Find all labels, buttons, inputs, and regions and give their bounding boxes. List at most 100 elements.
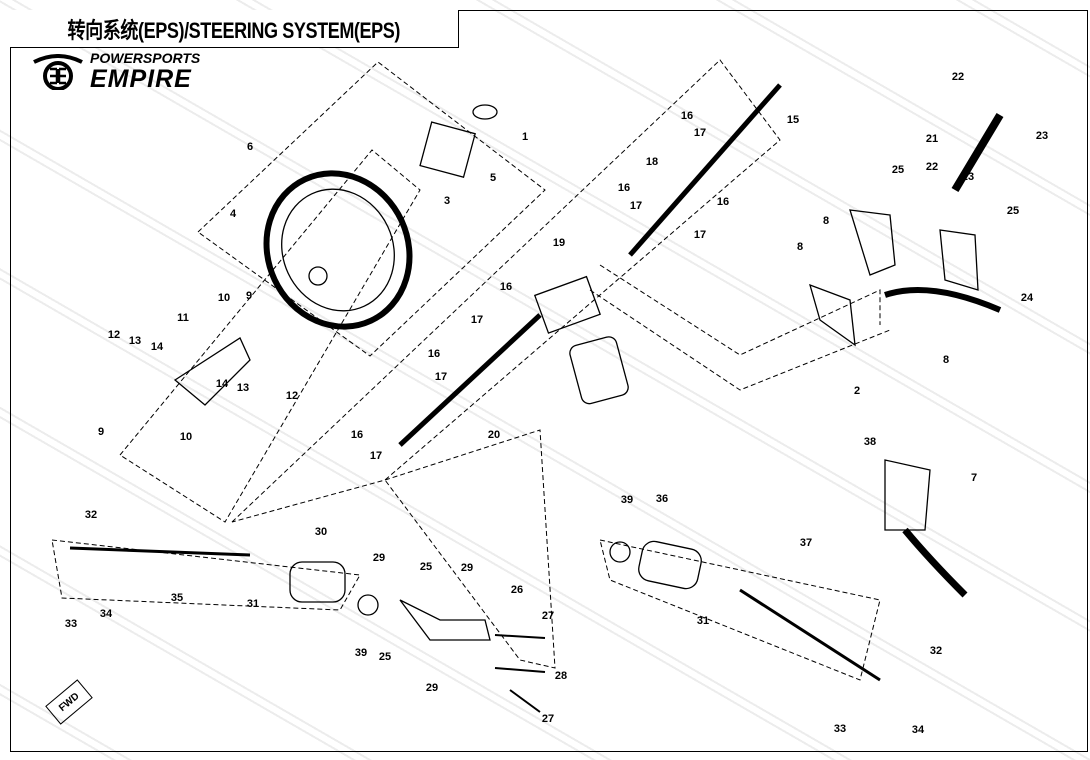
callout: 16 (499, 281, 513, 293)
eps-unit (533, 275, 601, 334)
horn-pad (419, 121, 476, 178)
parts (69, 83, 1004, 713)
page-title: 转向系统(EPS)/STEERING SYSTEM(EPS) (67, 17, 401, 43)
callout: 19 (552, 237, 566, 249)
mount-plate (809, 283, 856, 347)
eps-link-outline (599, 264, 881, 356)
callout: 7 (970, 472, 978, 484)
callout: 18 (645, 156, 659, 168)
callout: 29 (460, 562, 474, 574)
drawing-frame (10, 10, 1088, 752)
callout: 30 (314, 526, 328, 538)
callout: 29 (425, 682, 439, 694)
wheel-group-outline (197, 61, 546, 357)
support-tube (884, 287, 1002, 313)
mount-bracket (173, 337, 251, 406)
callout: 25 (378, 651, 392, 663)
callout: 14 (150, 341, 164, 353)
callout: 12 (107, 329, 121, 341)
callout: 8 (942, 354, 950, 366)
wheel-hub (308, 266, 328, 286)
right-tie-rod-outline (599, 539, 881, 681)
callout: 5 (489, 172, 497, 184)
callout: 31 (246, 598, 260, 610)
callout: 33 (833, 723, 847, 735)
callout: 22 (951, 71, 965, 83)
intermediate-shaft (398, 313, 542, 447)
callout: 26 (510, 584, 524, 596)
callout: 17 (693, 229, 707, 241)
steering-wheel (263, 170, 413, 330)
frame-bracket-left (849, 209, 896, 276)
callout: 16 (617, 182, 631, 194)
callout: 8 (822, 215, 830, 227)
pedal-bracket (884, 459, 931, 531)
callout: 32 (929, 645, 943, 657)
callout: 13 (236, 382, 250, 394)
callout: 10 (217, 292, 231, 304)
steering-wheel-inner (281, 188, 395, 312)
callout: 16 (716, 196, 730, 208)
brand-logo: POWERSPORTS EMPIRE (30, 50, 200, 93)
bolts (494, 634, 546, 713)
bracket-group-outline (119, 149, 421, 523)
right-tie-rod (739, 588, 881, 682)
emblem-cap (472, 104, 498, 120)
callout: 16 (427, 348, 441, 360)
callout: 35 (170, 592, 184, 604)
callout: 25 (891, 164, 905, 176)
upper-shaft (628, 83, 782, 257)
right-boot (638, 540, 702, 590)
callout: 25 (1006, 205, 1020, 217)
callout: 20 (487, 429, 501, 441)
callout: 25 (419, 561, 433, 573)
callout: 39 (354, 647, 368, 659)
logo-line2: EMPIRE (90, 65, 192, 93)
pedal-arm (902, 527, 968, 598)
callout: 39 (620, 494, 634, 506)
callout: 29 (372, 552, 386, 564)
callout: 16 (680, 110, 694, 122)
callout: 10 (179, 431, 193, 443)
callout: 15 (786, 114, 800, 126)
left-boot (289, 561, 346, 603)
callout: 17 (434, 371, 448, 383)
group-outlines (51, 59, 891, 681)
callout: 23 (1035, 130, 1049, 142)
callout: 14 (215, 378, 229, 390)
callout: 8 (796, 241, 804, 253)
eps-link-outline-2 (589, 289, 891, 391)
o-ring-right (609, 541, 631, 563)
callout: 36 (655, 493, 669, 505)
callout: 27 (541, 610, 555, 622)
callout: 4 (229, 208, 237, 220)
callout: 11 (177, 312, 189, 324)
callout: 32 (84, 509, 98, 521)
logo-line1: POWERSPORTS (90, 50, 201, 66)
callout: 6 (246, 141, 254, 153)
left-tie-rod-outline (51, 539, 361, 611)
callout: 17 (369, 450, 383, 462)
callout: 17 (629, 200, 643, 212)
frame-bracket-right (939, 229, 979, 291)
callout: 16 (350, 429, 364, 441)
callout: 34 (911, 724, 925, 736)
title-box: 转向系统(EPS)/STEERING SYSTEM(EPS) (10, 10, 459, 48)
left-tie-rod (69, 546, 251, 557)
callout: 12 (285, 390, 299, 402)
callout: 23 (961, 171, 975, 183)
callout: 13 (128, 335, 142, 347)
callout: 3 (443, 195, 451, 207)
callout: 17 (470, 314, 484, 326)
callout: 33 (64, 618, 78, 630)
callout: 21 (925, 133, 939, 145)
callout: 24 (1020, 292, 1034, 304)
shaft-group-outline (231, 59, 781, 523)
callout: 22 (925, 161, 939, 173)
logo-emblem-icon (33, 53, 83, 90)
callout: 1 (521, 131, 529, 143)
callout: 9 (97, 426, 105, 438)
callout: 28 (554, 670, 568, 682)
eps-motor (569, 336, 629, 405)
